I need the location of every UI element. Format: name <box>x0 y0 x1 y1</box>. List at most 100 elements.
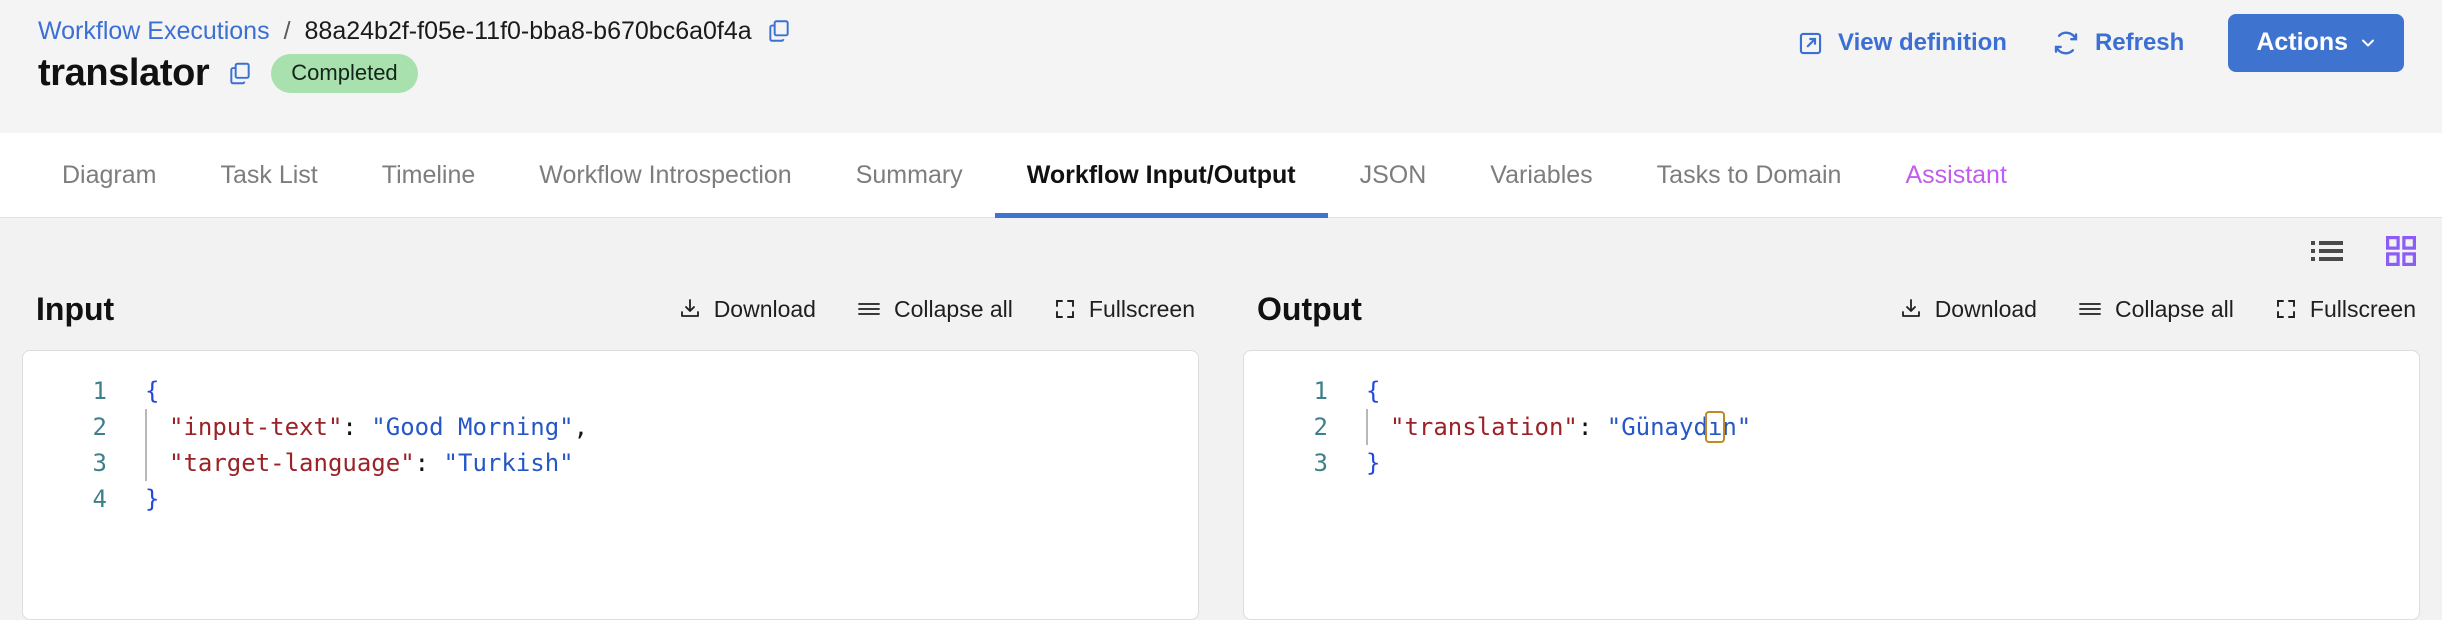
code-line: 2 "translation": "Günaydın" <box>1244 409 2419 445</box>
breadcrumb-workflow-executions-link[interactable]: Workflow Executions <box>38 16 270 45</box>
code-line-content: { <box>1336 373 1380 409</box>
breadcrumb-execution-id: 88a24b2f-f05e-11f0-bba8-b670bc6a0f4a <box>304 16 752 45</box>
code-line: 3 "target-language": "Turkish" <box>23 445 1198 481</box>
header-actions: View definition Refresh Actions <box>1797 14 2404 72</box>
output-fullscreen-label: Fullscreen <box>2309 295 2416 322</box>
hamburger-icon <box>2077 297 2103 321</box>
input-collapse-all-label: Collapse all <box>893 295 1013 322</box>
chevron-down-icon <box>2358 33 2378 53</box>
input-collapse-all-button[interactable]: Collapse all <box>856 296 1013 323</box>
code-line-content: "translation": "Günaydın" <box>1336 409 1751 445</box>
code-line-number: 1 <box>92 377 107 405</box>
content-area: Input Download <box>0 218 2442 620</box>
code-line-number: 3 <box>92 449 107 477</box>
tab-workflow-introspection[interactable]: Workflow Introspection <box>507 133 823 217</box>
code-token: "translation" <box>1390 413 1578 441</box>
indent-guide <box>145 445 147 481</box>
page-header: Workflow Executions / 88a24b2f-f05e-11f0… <box>0 0 2442 133</box>
code-line: 1{ <box>1244 373 2419 409</box>
copy-icon[interactable] <box>766 18 792 44</box>
title-row: translator Completed <box>38 52 2404 95</box>
input-panel-header: Input Download <box>22 282 1199 336</box>
fullscreen-icon <box>2274 297 2298 321</box>
code-token: { <box>145 377 160 405</box>
code-token: "target-language" <box>169 449 415 477</box>
output-download-label: Download <box>1934 295 2037 322</box>
input-download-label: Download <box>713 295 816 322</box>
tab-assistant[interactable]: Assistant <box>1873 133 2038 217</box>
tab-diagram[interactable]: Diagram <box>30 133 188 217</box>
download-icon <box>678 297 702 321</box>
status-badge: Completed <box>271 54 418 93</box>
io-panels: Input Download <box>22 218 2420 620</box>
tab-workflow-input-output[interactable]: Workflow Input/Output <box>994 133 1328 218</box>
fullscreen-icon <box>1053 297 1077 321</box>
tab-task-list[interactable]: Task List <box>188 133 349 217</box>
grid-view-icon[interactable] <box>2384 234 2418 268</box>
external-link-icon <box>1797 30 1824 57</box>
tab-summary[interactable]: Summary <box>824 133 995 217</box>
list-view-icon[interactable] <box>2310 234 2344 268</box>
tab-tasks-to-domain[interactable]: Tasks to Domain <box>1625 133 1874 217</box>
code-line-number: 3 <box>1313 449 1328 477</box>
page-title: translator <box>38 52 210 94</box>
copy-icon[interactable] <box>227 61 253 87</box>
hamburger-icon <box>856 297 882 321</box>
code-line-content: "target-language": "Turkish" <box>115 445 574 481</box>
code-line: 3} <box>1244 445 2419 481</box>
output-panel: Output Download <box>1243 282 2420 620</box>
code-line-content: "input-text": "Good Morning", <box>115 409 588 445</box>
input-fullscreen-label: Fullscreen <box>1088 295 1195 322</box>
highlighted-character: ı <box>1704 411 1726 443</box>
output-collapse-all-button[interactable]: Collapse all <box>2077 296 2234 323</box>
code-line: 1{ <box>23 373 1198 409</box>
input-download-button[interactable]: Download <box>678 296 816 323</box>
code-token: "Turkish" <box>443 449 574 477</box>
tab-timeline[interactable]: Timeline <box>350 133 508 217</box>
view-definition-button[interactable]: View definition <box>1797 29 2007 57</box>
code-line-number: 2 <box>1313 413 1328 441</box>
code-token: } <box>145 485 160 513</box>
indent-guide <box>1366 409 1368 445</box>
code-line-content: { <box>115 373 159 409</box>
output-panel-header: Output Download <box>1243 282 2420 336</box>
input-panel-title: Input <box>36 290 115 327</box>
code-line: 2 "input-text": "Good Morning", <box>23 409 1198 445</box>
code-line-content: } <box>115 481 159 517</box>
code-line-number: 4 <box>92 485 107 513</box>
code-token: "input-text" <box>169 413 343 441</box>
code-line-content: } <box>1336 445 1380 481</box>
output-download-button[interactable]: Download <box>1899 296 2037 323</box>
indent-guide <box>145 409 147 445</box>
code-line: 4} <box>23 481 1198 517</box>
code-token: : <box>414 449 444 477</box>
code-token: } <box>1366 449 1381 477</box>
code-token: : <box>1577 413 1607 441</box>
breadcrumb-separator: / <box>283 16 291 45</box>
input-fullscreen-button[interactable]: Fullscreen <box>1053 296 1195 323</box>
actions-button[interactable]: Actions <box>2228 14 2404 72</box>
tab-json[interactable]: JSON <box>1328 133 1459 217</box>
output-panel-title: Output <box>1257 290 1362 327</box>
code-line-number: 2 <box>92 413 107 441</box>
view-toggle <box>2310 234 2418 268</box>
code-token: : <box>342 413 372 441</box>
refresh-button[interactable]: Refresh <box>2051 28 2184 58</box>
code-token: { <box>1366 377 1381 405</box>
breadcrumb: Workflow Executions / 88a24b2f-f05e-11f0… <box>38 0 2404 46</box>
refresh-icon <box>2051 28 2081 58</box>
actions-label: Actions <box>2256 28 2348 56</box>
input-panel-tools: Download Collapse all <box>678 296 1195 323</box>
output-code-viewer[interactable]: 1{2"translation": "Günaydın"3} <box>1243 350 2420 620</box>
code-token: n" <box>1722 413 1752 441</box>
output-fullscreen-button[interactable]: Fullscreen <box>2274 296 2416 323</box>
output-panel-tools: Download Collapse all <box>1899 296 2416 323</box>
view-definition-label: View definition <box>1838 29 2007 56</box>
output-collapse-all-label: Collapse all <box>2114 295 2234 322</box>
download-icon <box>1899 297 1923 321</box>
input-code-viewer[interactable]: 1{2"input-text": "Good Morning",3"target… <box>22 350 1199 620</box>
code-token: , <box>573 413 589 441</box>
tab-variables[interactable]: Variables <box>1458 133 1624 217</box>
code-line-number: 1 <box>1313 377 1328 405</box>
code-token: "Good Morning" <box>371 413 574 441</box>
